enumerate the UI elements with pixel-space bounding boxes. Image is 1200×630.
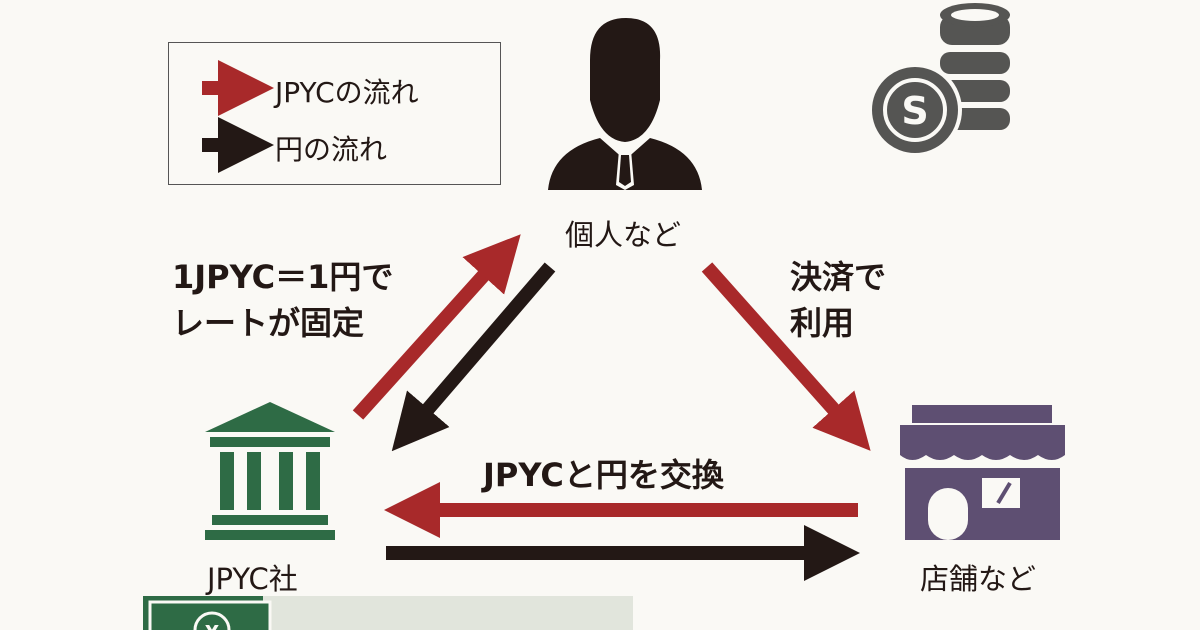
node-individual-label: 個人など bbox=[565, 218, 682, 252]
arrow-individual-to-store bbox=[701, 262, 871, 451]
rate-note-line2: レートが固定 bbox=[172, 304, 365, 342]
payment-note-line2: 利用 bbox=[790, 304, 855, 342]
arrow-individual-to-company bbox=[391, 262, 556, 452]
node-company-label: JPYC社 bbox=[207, 562, 298, 596]
store-icon bbox=[900, 405, 1065, 540]
bank-icon bbox=[205, 402, 335, 540]
payment-note-line1: 決済で bbox=[790, 258, 887, 296]
legend-label-yen-flow: 円の流れ bbox=[275, 133, 388, 166]
node-store-label: 店舗など bbox=[920, 562, 1037, 596]
legend-label-jpyc-flow: JPYCの流れ bbox=[275, 76, 419, 109]
svg-text:¥: ¥ bbox=[205, 621, 219, 630]
svg-text:S: S bbox=[901, 89, 928, 133]
rate-note-line1: 1JPYC＝1円で bbox=[172, 258, 394, 296]
person-icon bbox=[548, 18, 702, 190]
exchange-note: JPYCと円を交換 bbox=[483, 456, 724, 494]
legend: JPYCの流れ 円の流れ bbox=[168, 42, 501, 185]
banknote-icon: ¥ bbox=[143, 596, 633, 630]
arrow-company-to-individual bbox=[352, 234, 521, 420]
coins-icon: S bbox=[868, 3, 1010, 157]
